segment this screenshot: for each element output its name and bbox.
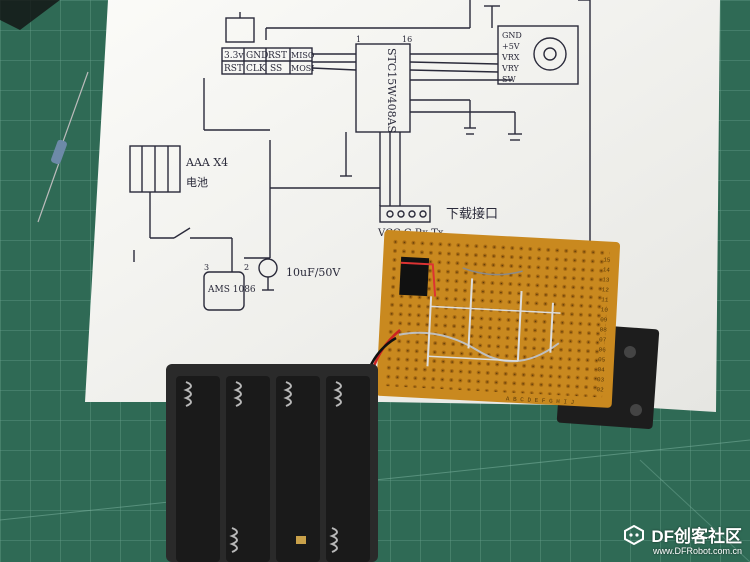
label-chip-pin16: 16 (402, 35, 412, 44)
label-mosi: MOSI (291, 64, 314, 73)
silk-10: 10 (600, 306, 608, 313)
label-gnd: GND (246, 51, 268, 61)
silk-09: 09 (600, 316, 608, 323)
label-regulator: AMS 1086 (207, 285, 256, 295)
label-chip-pin1: 1 (356, 35, 361, 44)
label-rst-top: RST (268, 51, 287, 61)
silk-08: 08 (599, 326, 607, 333)
silk-13: 13 (602, 276, 610, 283)
label-clk: CLK (246, 64, 266, 74)
label-battery: AAA X4 (185, 156, 228, 169)
silk-12: 12 (602, 286, 610, 293)
silk-06: 06 (598, 346, 606, 353)
label-reg-pin2: 2 (244, 263, 249, 272)
silk-04: 04 (597, 366, 605, 373)
label-joy-5v: +5V (502, 42, 520, 51)
label-chip: STC15W408AS (385, 48, 398, 133)
silk-07: 07 (599, 336, 607, 343)
label-miso: MISO (291, 51, 315, 60)
resistor (37, 71, 89, 223)
watermark: DF创客社区 www.DFRobot.com.cn (623, 522, 742, 556)
label-33v: 3.3v (224, 51, 244, 61)
label-ss: SS (270, 64, 282, 74)
dfrobot-logo-icon (624, 524, 645, 545)
label-reg-pin3: 3 (204, 263, 209, 272)
pcb-silkscreen-right: 15 14 13 12 11 10 09 08 07 06 05 04 03 0… (596, 256, 611, 393)
label-battery-cn: 电池 (186, 176, 208, 189)
label-joy-gnd: GND (502, 31, 522, 40)
battery-holder (166, 364, 378, 562)
watermark-logo-text: DF创客社区 (651, 527, 742, 546)
silk-11: 11 (601, 296, 609, 303)
silk-15: 15 (603, 256, 611, 263)
label-joy-vrx: VRX (501, 53, 520, 62)
perfboard: A B C D E F G H I J 15 14 13 12 11 10 09… (376, 230, 621, 408)
schematic-drawing (129, 0, 591, 390)
silk-14: 14 (603, 266, 611, 273)
watermark-url: www.DFRobot.com.cn (652, 546, 742, 556)
label-joy-vry: VRY (501, 64, 520, 73)
silk-03: 03 (597, 376, 605, 383)
label-download-port: 下载接口 (446, 206, 498, 222)
pcb-silkscreen-bottom: A B C D E F G H I J (506, 395, 575, 406)
label-rst: RST (224, 64, 243, 74)
silk-05: 05 (598, 356, 606, 363)
silk-02: 02 (596, 386, 604, 393)
label-cap: 10uF/50V (286, 266, 341, 279)
label-joy-sw: SW (502, 75, 516, 84)
